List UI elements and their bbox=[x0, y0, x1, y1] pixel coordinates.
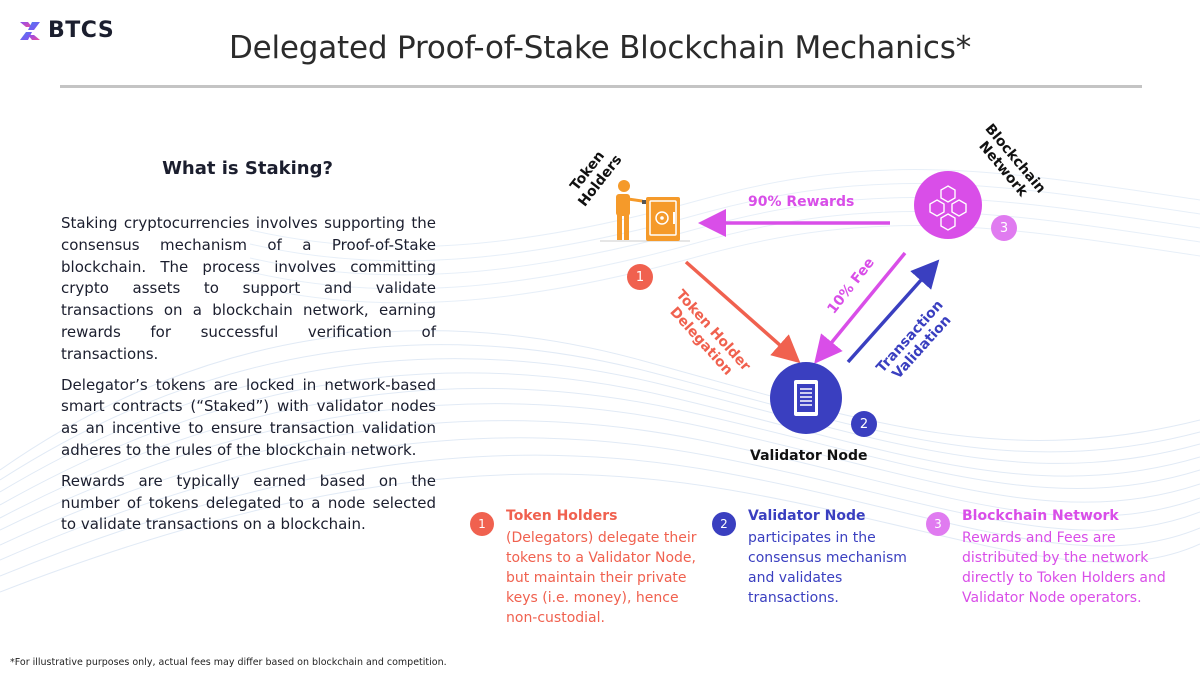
blockchain-cubes-icon bbox=[914, 171, 982, 239]
legend-text: participates in the consensus mechanism … bbox=[748, 530, 907, 606]
footnote: *For illustrative purposes only, actual … bbox=[10, 657, 447, 668]
fee-label: 10% Fee bbox=[824, 254, 878, 318]
delegation-label: Token Holder Delegation bbox=[666, 286, 754, 379]
btcs-logo-icon bbox=[20, 21, 40, 40]
validator-label: Validator Node bbox=[750, 448, 868, 464]
brand-name: BTCS bbox=[48, 18, 115, 43]
staking-paragraph: Staking cryptocurrencies involves suppor… bbox=[61, 214, 436, 363]
staking-paragraph: Delegator’s tokens are locked in network… bbox=[61, 375, 436, 459]
legend-number: 2 bbox=[712, 512, 736, 536]
legend-title: Blockchain Network bbox=[962, 508, 1119, 524]
validator-badge: 2 bbox=[851, 411, 877, 437]
network-badge: 3 bbox=[991, 215, 1017, 241]
legend-text: Rewards and Fees are distributed by the … bbox=[962, 530, 1166, 606]
staking-paragraph: Rewards are typically earned based on th… bbox=[61, 471, 436, 534]
server-icon bbox=[770, 362, 842, 434]
rewards-label: 90% Rewards bbox=[748, 194, 855, 210]
token-holders-badge: 1 bbox=[627, 264, 653, 290]
title-divider bbox=[60, 85, 1142, 88]
staking-description: Staking cryptocurrencies involves suppor… bbox=[61, 213, 436, 545]
legend-number: 3 bbox=[926, 512, 950, 536]
staking-heading: What is Staking? bbox=[162, 158, 333, 179]
legend-title: Token Holders bbox=[506, 508, 618, 524]
legend-title: Validator Node bbox=[748, 508, 866, 524]
brand-logo: BTCS bbox=[18, 18, 114, 43]
network-label: Blockchain Network bbox=[975, 121, 1049, 200]
legend-text: (Delegators) delegate their tokens to a … bbox=[506, 530, 697, 626]
token-holders-label: Token Holders bbox=[567, 148, 626, 210]
person-with-safe-icon bbox=[600, 180, 690, 242]
validation-label: Transaction Validation bbox=[873, 297, 955, 383]
page-title: Delegated Proof-of-Stake Blockchain Mech… bbox=[228, 30, 972, 66]
legend-number: 1 bbox=[470, 512, 494, 536]
